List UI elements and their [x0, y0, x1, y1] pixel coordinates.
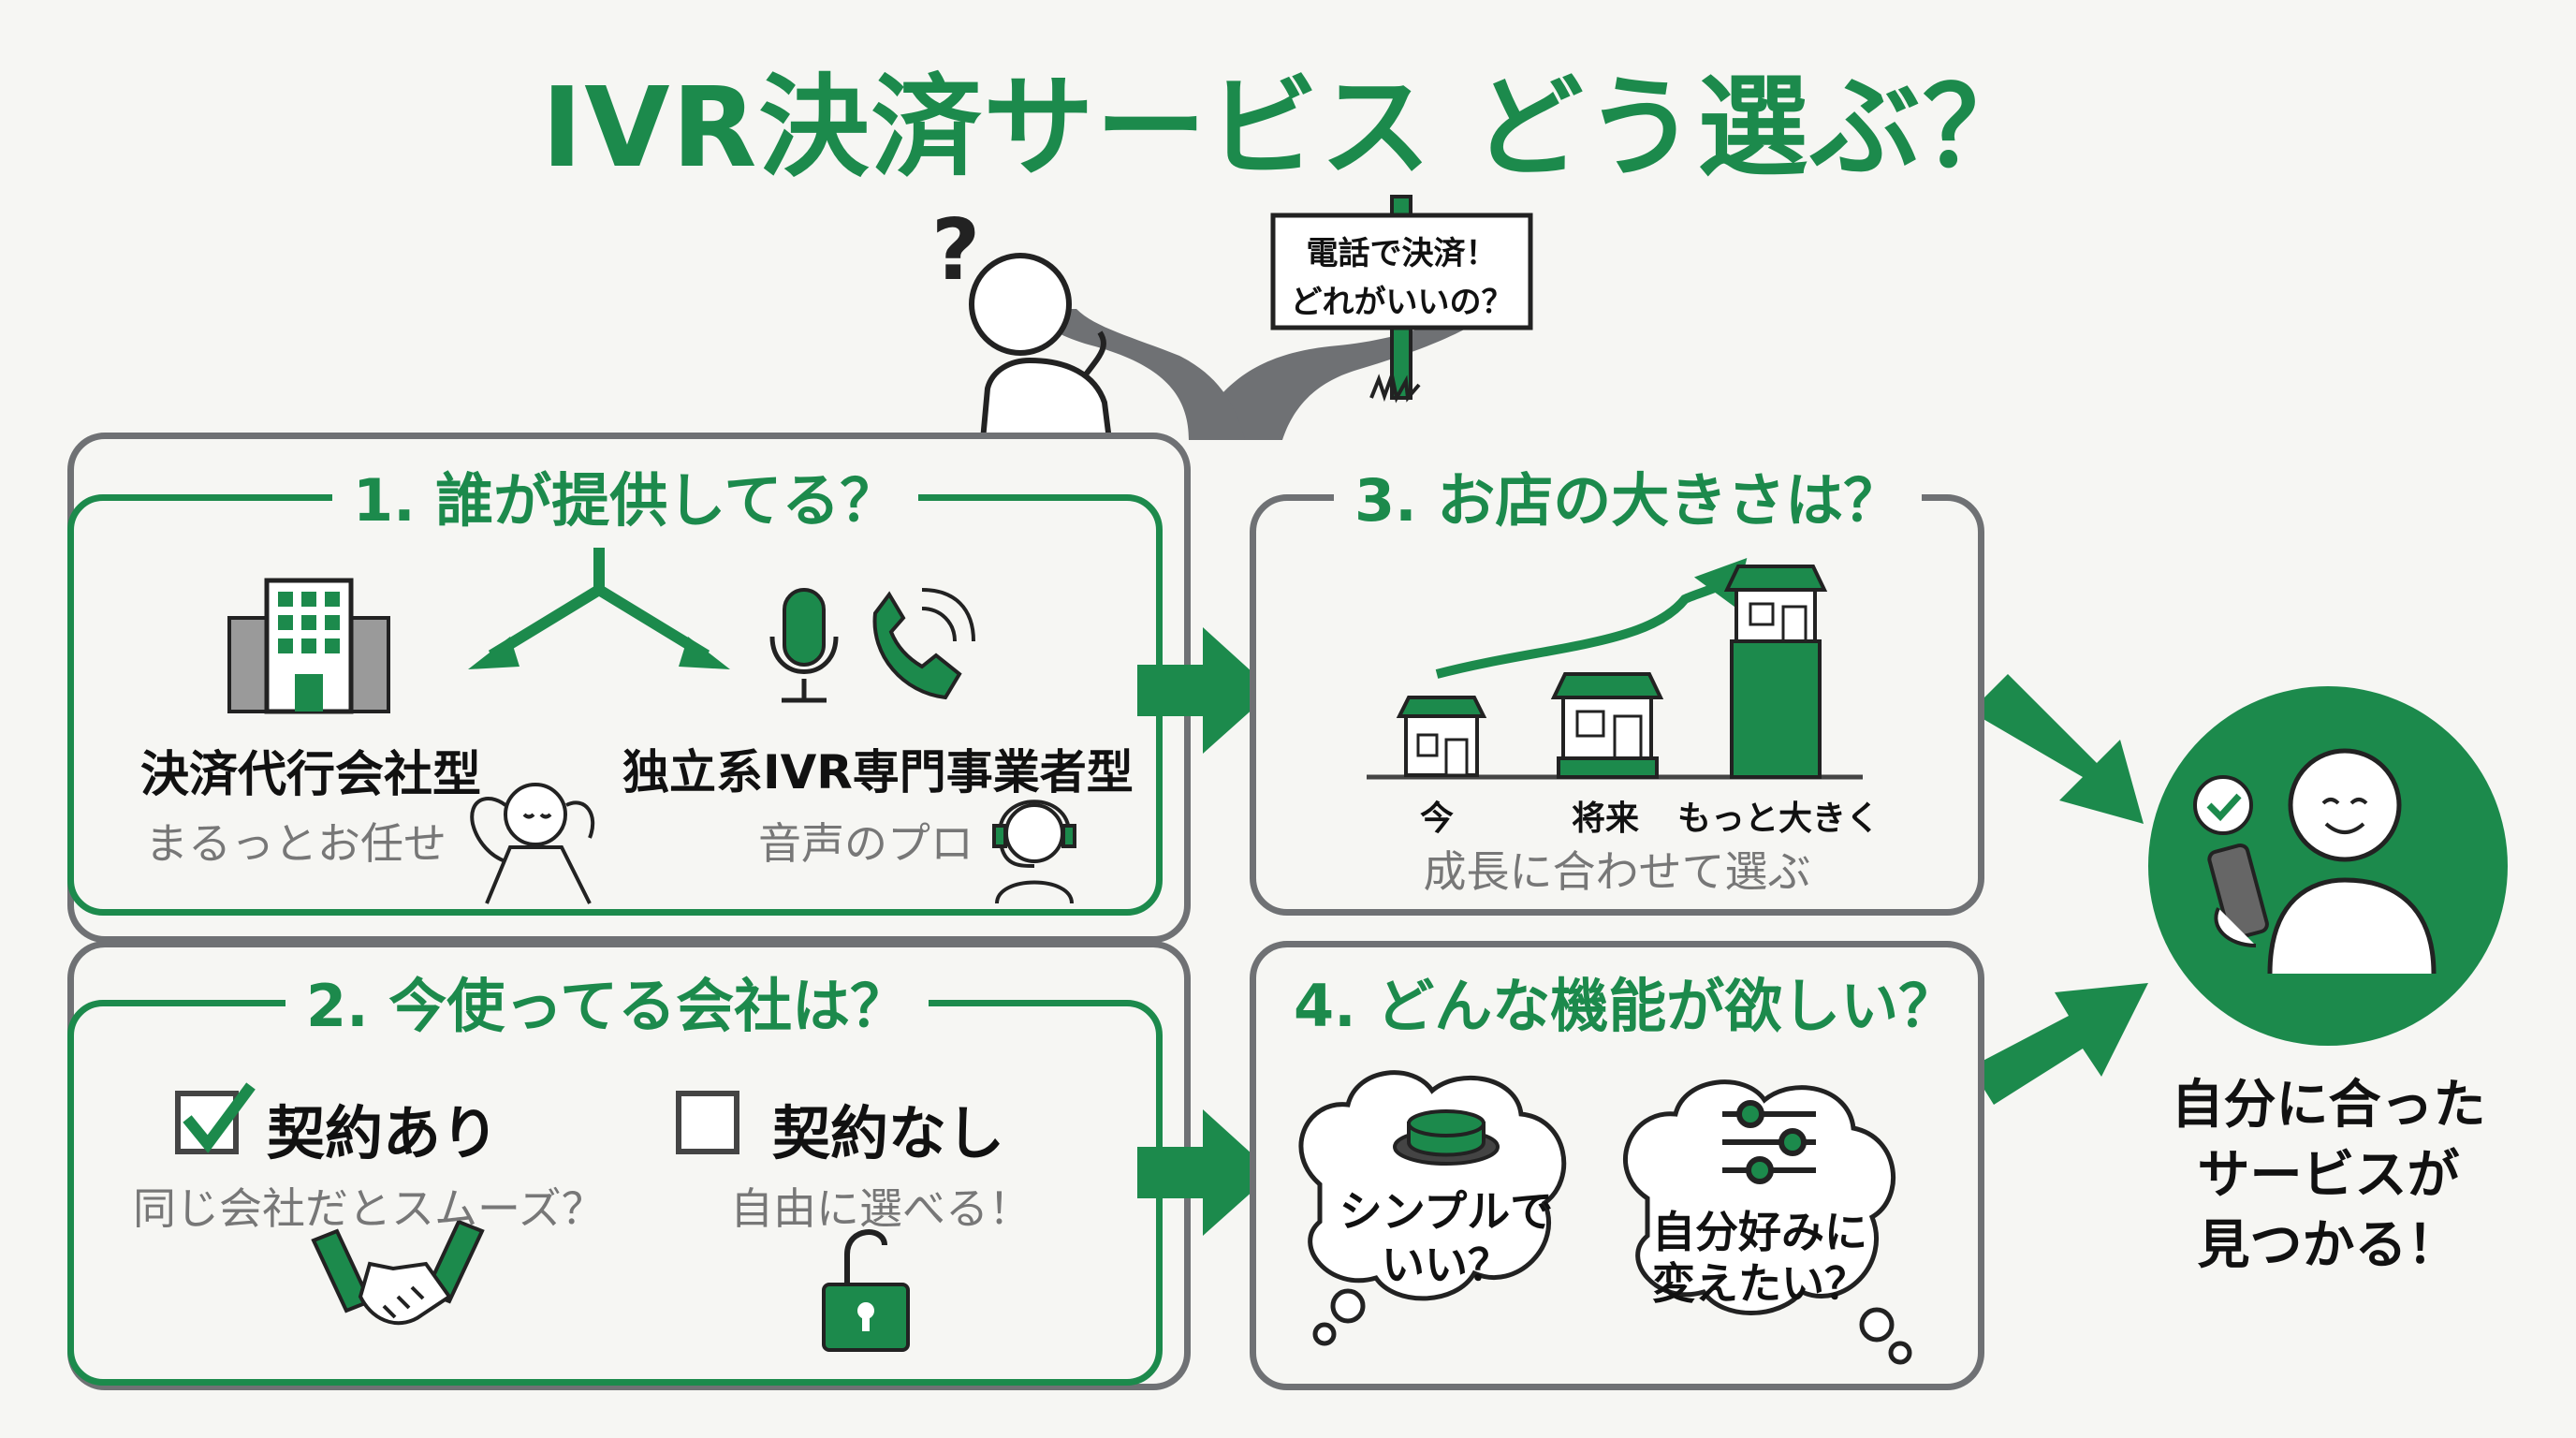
road-right-branch: [1189, 309, 1498, 440]
grass-icon: [1369, 368, 1421, 404]
option-no-contract-sub: 自由に選べる！: [730, 1183, 1032, 1234]
bubble-custom-line1: 自分好みに: [1652, 1207, 1867, 1257]
small-store-icon: [1396, 696, 1487, 777]
stage-future: 将来: [1571, 800, 1639, 838]
road-left-branch: [1030, 309, 1245, 440]
section2-heading: 2. 今使ってる会社は？: [285, 974, 929, 1039]
bubble-custom-line2: 変えたい？: [1652, 1258, 1867, 1309]
happy-person-icon: [2207, 748, 2437, 975]
operator-headset-icon: [992, 800, 1076, 904]
sign-line-2: どれがいいの？: [1290, 284, 1514, 321]
phone-icon: [872, 588, 975, 700]
section4-heading: 4. どんな機能が欲しい？: [1273, 974, 1978, 1039]
option-no-contract: 契約なし: [772, 1099, 1005, 1167]
thought-bubble-simple: [1298, 1070, 1567, 1346]
microphone-icon: [769, 588, 839, 703]
section3-heading: 3. お店の大きさは？: [1334, 468, 1923, 534]
bubble-simple-line1: シンプルで: [1339, 1186, 1554, 1237]
unlocked-padlock-icon: [822, 1229, 910, 1352]
arrow-section3-to-result: [1970, 674, 2144, 824]
unchecked-checkbox-icon: [676, 1091, 739, 1154]
sign-board: [1270, 213, 1533, 330]
building-icon: [227, 578, 390, 714]
section1-heading: 1. 誰が提供してる？: [332, 468, 919, 534]
check-speech-bubble-icon: [2193, 775, 2253, 835]
result-circle: [2148, 686, 2508, 1046]
option-ivr-specialist: 独立系IVR専門事業者型: [622, 745, 1134, 800]
person-body: [980, 357, 1112, 441]
stage-bigger: もっと大きく: [1676, 800, 1880, 838]
sign-line-1: 電話で決済！: [1306, 235, 1498, 272]
result-line3: 見つかる！: [2197, 1215, 2460, 1276]
result-line2: サービスが: [2197, 1145, 2460, 1206]
result-line1: 自分に合った: [2171, 1075, 2486, 1136]
large-store-icon: [1723, 565, 1828, 779]
option-ivr-specialist-sub: 音声のプロ: [758, 818, 973, 869]
option-payment-agency-sub: まるっとお任せ: [145, 818, 446, 869]
option-has-contract-sub: 同じ会社だとスムーズ？: [133, 1183, 605, 1234]
option-has-contract: 契約あり: [267, 1099, 500, 1167]
arrow-to-section4: [1137, 1109, 1273, 1236]
arrow-to-section3: [1137, 627, 1273, 754]
option-payment-agency: 決済代行会社型: [140, 747, 482, 803]
page-title: IVR決済サービス どう選ぶ？: [541, 63, 2035, 192]
thought-bubble-custom: [1623, 1079, 1912, 1365]
handshake-icon: [311, 1219, 485, 1326]
section3-caption: 成長に合わせて選ぶ: [1423, 846, 1811, 897]
question-mark-icon: ?: [931, 201, 981, 300]
checked-checkbox-icon: [175, 1082, 256, 1154]
growth-arrow: [1435, 576, 1734, 679]
person-head: [969, 253, 1072, 356]
relaxed-person-icon: [470, 783, 595, 904]
push-button-icon: [1393, 1109, 1500, 1166]
stage-now: 今: [1419, 800, 1454, 838]
arrow-section4-to-result: [1970, 983, 2148, 1105]
sliders-icon: [1722, 1100, 1816, 1184]
bubble-simple-line2: いい？: [1382, 1240, 1511, 1290]
medium-store-icon: [1550, 672, 1664, 779]
